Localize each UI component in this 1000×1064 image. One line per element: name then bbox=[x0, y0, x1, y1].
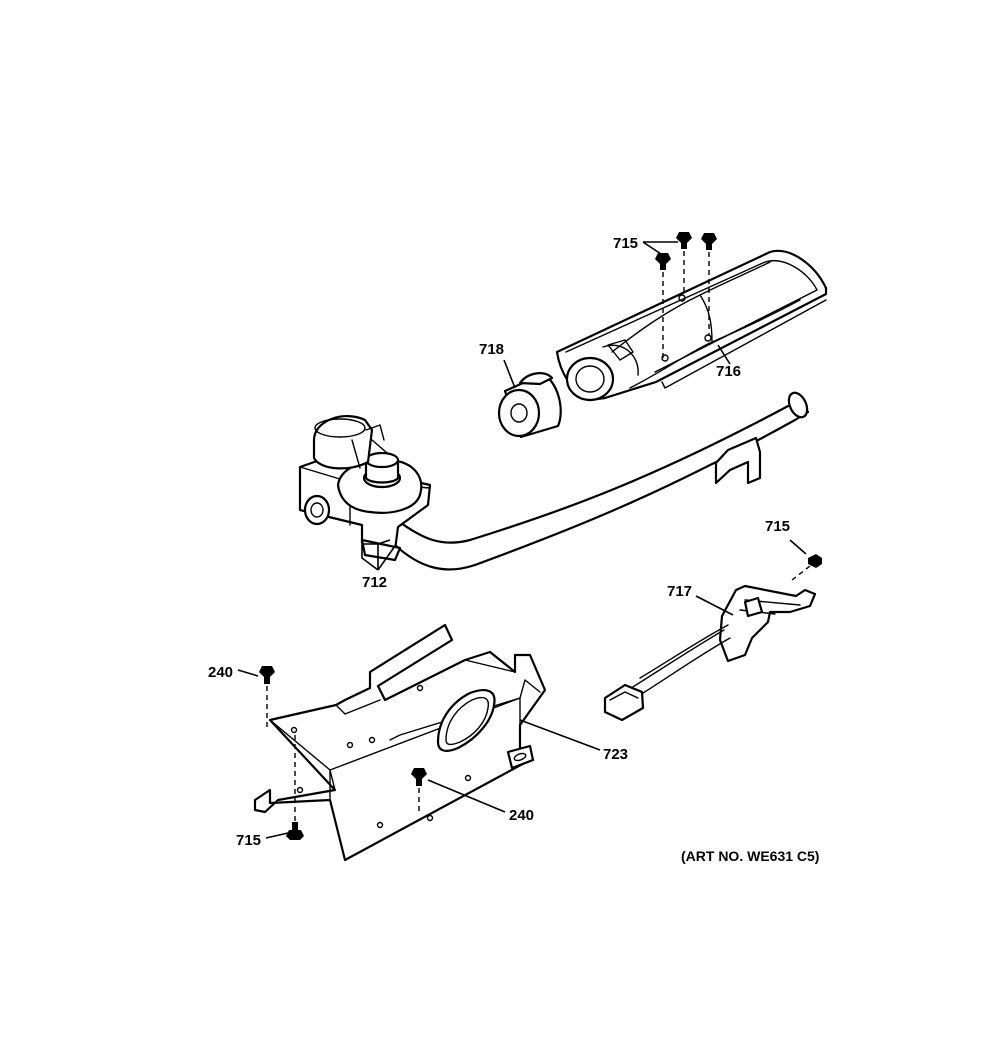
burner-tube-part[interactable] bbox=[555, 249, 828, 402]
label-715-igniter: 715 bbox=[765, 518, 790, 535]
screw-715-top-group[interactable] bbox=[655, 232, 717, 358]
leader-lines bbox=[237, 241, 807, 839]
mounting-bracket-part[interactable] bbox=[253, 623, 547, 862]
label-723: 723 bbox=[603, 746, 628, 763]
label-240-left: 240 bbox=[208, 664, 233, 681]
label-717: 717 bbox=[667, 583, 692, 600]
gas-valve-part[interactable] bbox=[298, 390, 811, 571]
label-718: 718 bbox=[479, 341, 504, 358]
screw-240-left[interactable] bbox=[259, 666, 275, 728]
label-240-center: 240 bbox=[509, 807, 534, 824]
label-715-top: 715 bbox=[613, 235, 638, 252]
screw-715-bottom[interactable] bbox=[286, 735, 304, 840]
igniter-part[interactable] bbox=[603, 584, 817, 722]
label-712: 712 bbox=[362, 574, 387, 591]
screw-715-igniter[interactable] bbox=[791, 554, 822, 581]
air-shutter-part[interactable] bbox=[497, 372, 562, 439]
screw-240-center[interactable] bbox=[411, 768, 427, 815]
label-715-bottom: 715 bbox=[236, 832, 261, 849]
art-number: (ART NO. WE631 C5) bbox=[681, 848, 819, 864]
label-716: 716 bbox=[716, 363, 741, 380]
callout-labels: 715 716 718 712 715 717 240 723 240 715 … bbox=[208, 235, 819, 864]
